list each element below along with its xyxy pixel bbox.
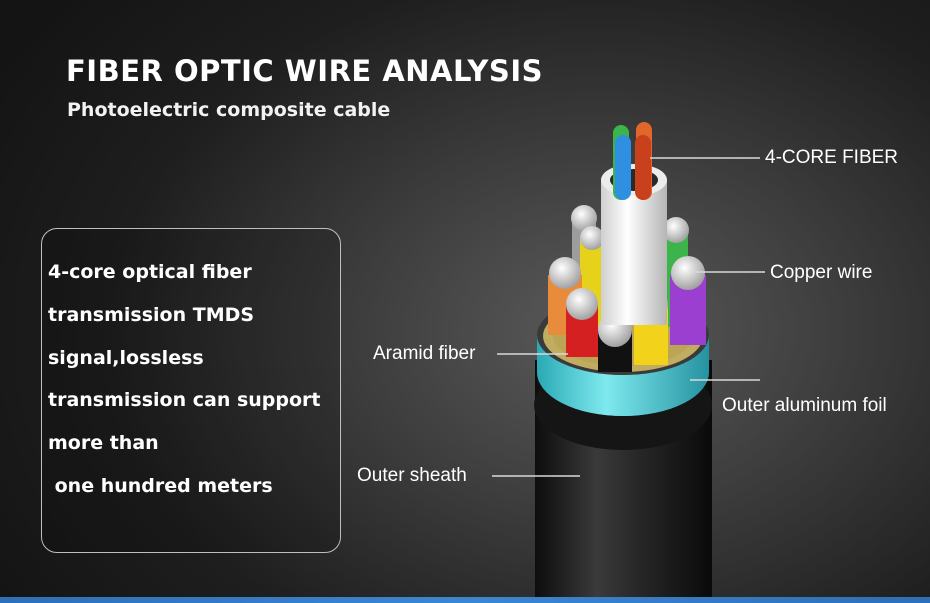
description-line: signal,lossless [48, 347, 204, 369]
fiber-tube [601, 164, 667, 325]
label-copper-wire: Copper wire [770, 262, 873, 283]
description-line: 4-core optical fiber [48, 261, 252, 283]
label-outer-sheath: Outer sheath [357, 465, 467, 486]
description-line: transmission TMDS [48, 304, 255, 326]
bottom-accent-bar [0, 597, 930, 603]
description-line: transmission can support [48, 389, 321, 411]
description-line: more than [48, 432, 159, 454]
page-title: FIBER OPTIC WIRE ANALYSIS [66, 54, 543, 88]
leader-lines [492, 157, 765, 477]
label-4-core-fiber: 4-CORE FIBER [765, 147, 899, 168]
description-line: one hundred meters [48, 475, 273, 497]
label-outer-aluminum-foil: Outer aluminum foil [722, 395, 887, 416]
label-aramid-fiber: Aramid fiber [373, 343, 476, 364]
copper-wire-group [548, 205, 706, 372]
fiber-cores [613, 122, 652, 200]
description-box [41, 228, 341, 553]
page-subtitle: Photoelectric composite cable [67, 99, 391, 121]
